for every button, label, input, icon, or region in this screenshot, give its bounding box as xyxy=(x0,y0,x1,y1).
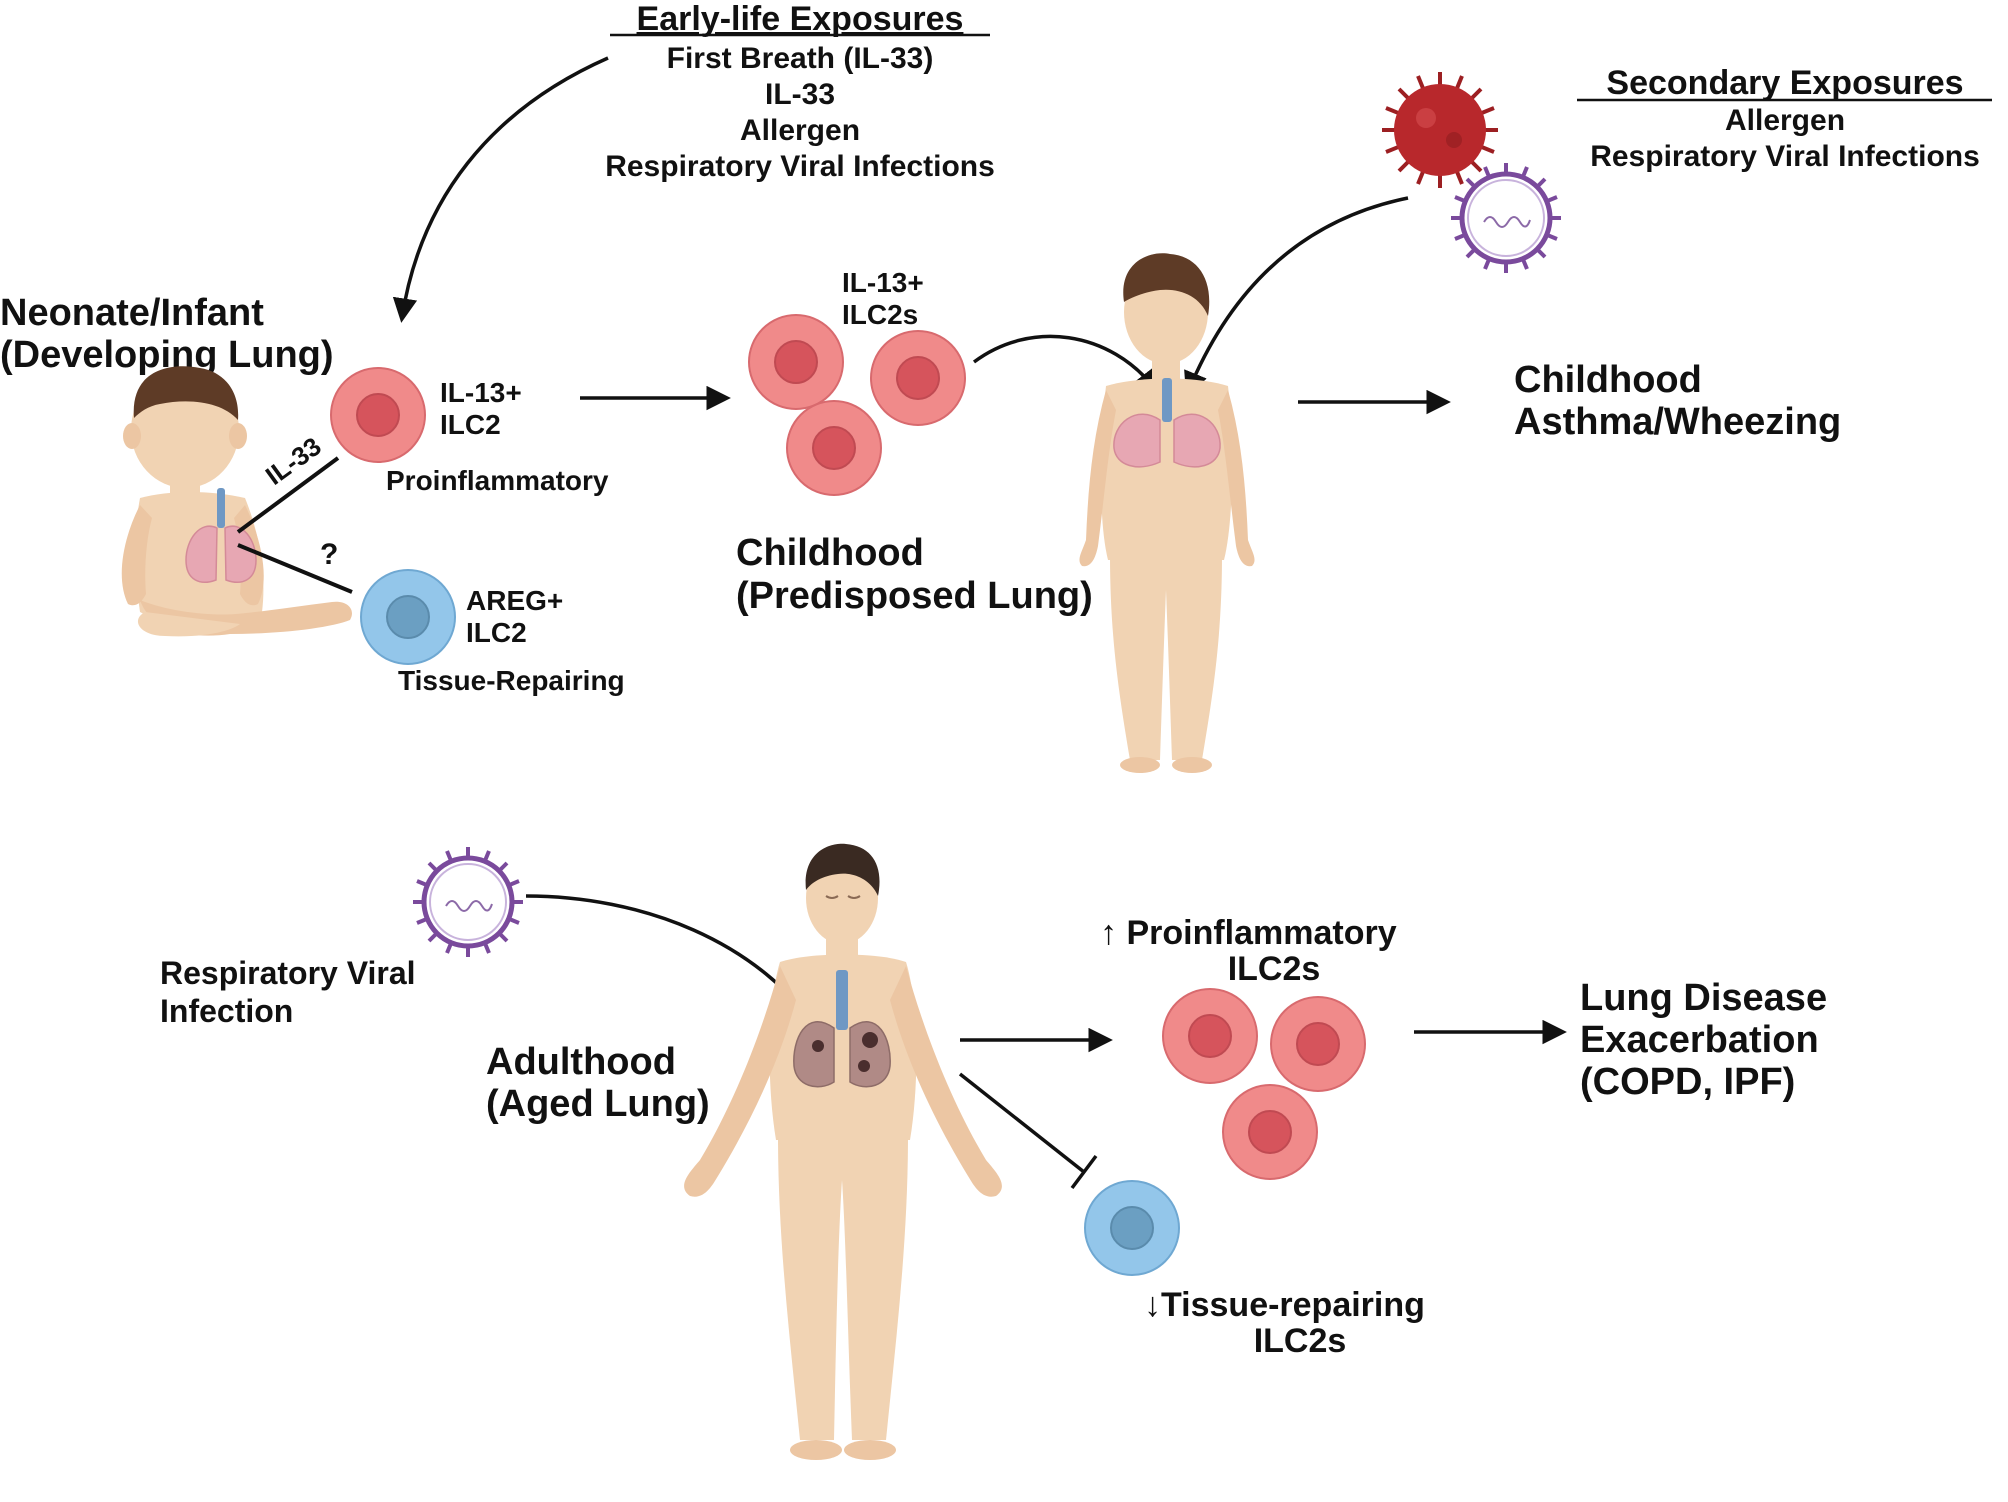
childhood-il13-cell xyxy=(870,330,966,426)
allergen-pollen-icon xyxy=(1382,72,1498,188)
secondary-exposure-item: Respiratory Viral Infections xyxy=(1590,140,1980,173)
repair-ilc2-label: ↓Tissue-repairing xyxy=(1144,1286,1425,1324)
childhood-il13-cell xyxy=(786,400,882,496)
early-exposure-item: Allergen xyxy=(740,114,860,147)
il33-label: IL-33 xyxy=(260,431,327,491)
early-exposure-item: IL-33 xyxy=(765,78,835,111)
question-mark: ? xyxy=(320,538,338,571)
early-exposure-item: Respiratory Viral Infections xyxy=(605,150,995,183)
early-exposure-arrow xyxy=(392,56,609,323)
il13-cell-label: ILC2 xyxy=(440,409,501,440)
adulthood-title: Adulthood xyxy=(486,1041,676,1083)
inhibit-bar xyxy=(1070,1154,1098,1190)
adult-pro-cell xyxy=(1222,1084,1318,1180)
adult-repair-cell xyxy=(1084,1180,1180,1276)
areg-cell-label: ILC2 xyxy=(466,617,527,648)
child-figure xyxy=(1079,253,1255,773)
adult-pro-cell xyxy=(1270,996,1366,1092)
adulthood-subtitle: (Aged Lung) xyxy=(486,1083,710,1125)
adult-figure xyxy=(684,843,1002,1460)
il13-cell-label: IL-13+ xyxy=(440,377,522,408)
adult-inhibit-line xyxy=(958,1072,1086,1174)
early-exposure-item: First Breath (IL-33) xyxy=(667,42,934,75)
secondary-exposures-block: Secondary Exposures Allergen Respiratory… xyxy=(1577,64,1992,173)
adult-virus-icon xyxy=(413,847,523,957)
repair-ilc2-label: ILC2s xyxy=(1254,1322,1347,1360)
secondary-exposure-item: Allergen xyxy=(1725,104,1845,137)
childhood-il13-cell xyxy=(748,314,844,410)
childhood-subtitle: (Predisposed Lung) xyxy=(736,575,1093,617)
areg-ilc2-cell xyxy=(360,569,456,665)
early-exposures-title: Early-life Exposures xyxy=(637,0,964,38)
secondary-exposure-arrow xyxy=(1184,196,1409,397)
childhood-outcome: Childhood xyxy=(1514,359,1702,401)
areg-connector-line xyxy=(237,543,353,594)
childhood-outcome: Asthma/Wheezing xyxy=(1514,401,1841,443)
childhood-cells-label: ILC2s xyxy=(842,299,918,330)
adult-outcome: Exacerbation xyxy=(1580,1019,1819,1061)
childhood-title: Childhood xyxy=(736,532,924,574)
early-exposures-block: Early-life Exposures First Breath (IL-33… xyxy=(605,0,995,183)
tissue-repairing-caption: Tissue-Repairing xyxy=(398,665,625,696)
pro-ilc2-label: ↑ Proinflammatory xyxy=(1100,914,1397,952)
adult-pro-cell xyxy=(1162,988,1258,1084)
childhood-cells-label: IL-13+ xyxy=(842,267,924,298)
secondary-exposures-title: Secondary Exposures xyxy=(1606,64,1963,102)
adult-virus-label: Infection xyxy=(160,993,293,1029)
il33-connector-line xyxy=(236,456,340,534)
virus-icon xyxy=(1451,163,1561,273)
il13-ilc2-cell xyxy=(330,367,426,463)
pro-ilc2-label: ILC2s xyxy=(1228,950,1321,988)
adult-outcome: Lung Disease xyxy=(1580,977,1827,1019)
proinflammatory-caption: Proinflammatory xyxy=(386,465,609,496)
adult-virus-label: Respiratory Viral xyxy=(160,955,416,991)
adult-outcome: (COPD, IPF) xyxy=(1580,1061,1795,1103)
infant-figure xyxy=(121,366,352,637)
neonate-title: Neonate/Infant xyxy=(0,292,264,334)
areg-cell-label: AREG+ xyxy=(466,585,563,616)
cells-to-child-arrow xyxy=(972,334,1159,394)
